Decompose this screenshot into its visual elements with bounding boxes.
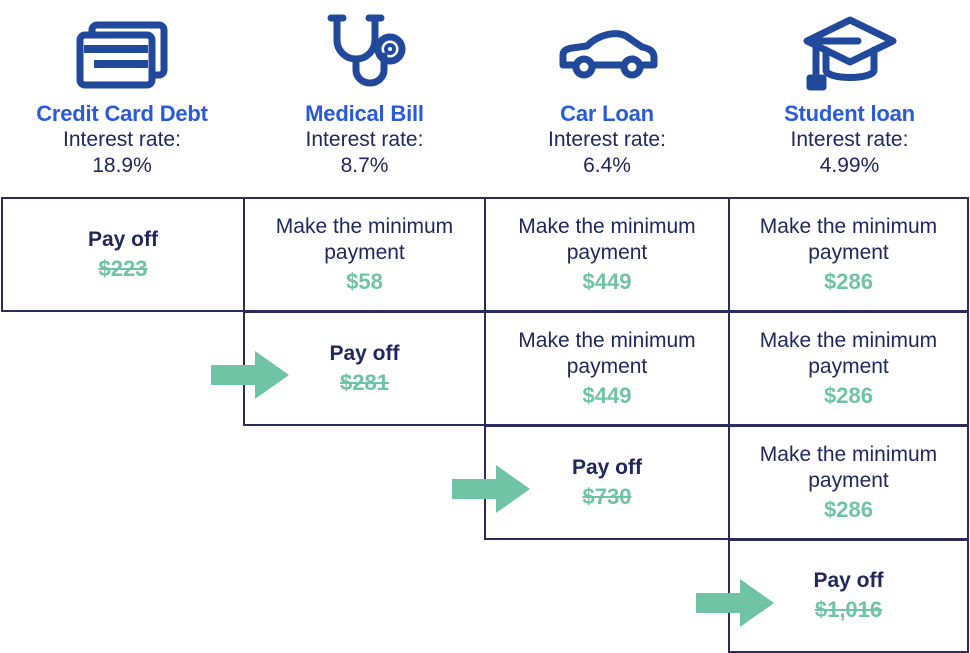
graduation-cap-icon <box>800 8 900 100</box>
interest-rate-value: 18.9% <box>92 154 152 177</box>
interest-rate-value: 4.99% <box>819 154 880 177</box>
interest-rate-value: 8.7% <box>340 154 389 177</box>
plan-amount: $286 <box>824 382 873 408</box>
plan-cell-r1c3[interactable]: Make the minimum payment $449 <box>484 197 730 312</box>
plan-amount: $286 <box>824 496 873 522</box>
debt-header-car-loan: Car Loan Interest rate: 6.4% <box>485 0 729 198</box>
plan-action: Make the minimum payment <box>518 214 696 264</box>
interest-rate-label: Interest rate: <box>790 128 909 151</box>
plan-action: Pay off <box>813 569 884 592</box>
snowball-arrow-row3 <box>452 465 530 513</box>
interest-rate-label: Interest rate: <box>305 128 424 151</box>
plan-cell-r4c1-empty <box>1 539 245 653</box>
debt-header-credit-card-debt: Credit Card Debt Interest rate: 18.9% <box>0 0 244 198</box>
plan-cell-r1c1[interactable]: Pay off $223 <box>1 197 245 312</box>
plan-action: Pay off <box>87 227 158 251</box>
interest-rate-label: Interest rate: <box>548 128 666 151</box>
plan-amount: $286 <box>824 268 873 294</box>
plan-cell-r3c1-empty <box>1 425 245 540</box>
interest-rate-label: Interest rate: <box>63 128 181 151</box>
plan-cell-r4c2-empty <box>243 539 486 653</box>
plan-amount: $449 <box>582 268 632 294</box>
payment-plan-grid: Pay off $223 Make the minimum payment $5… <box>0 196 970 653</box>
plan-cell-r1c4[interactable]: Make the minimum payment $286 <box>728 197 969 312</box>
interest-rate-value: 6.4% <box>583 154 631 177</box>
debt-header-medical-bill: Medical Bill Interest rate: 8.7% <box>244 0 485 198</box>
credit-card-icon <box>75 8 169 100</box>
plan-cell-r3c4[interactable]: Make the minimum payment $286 <box>728 425 969 540</box>
plan-cell-r4c4[interactable]: Pay off $1,016 <box>728 539 969 653</box>
plan-amount: $730 <box>582 483 632 509</box>
plan-amount: $449 <box>582 382 632 408</box>
debt-headers-row: Credit Card Debt Interest rate: 18.9% M <box>0 0 970 198</box>
plan-action: Make the minimum payment <box>759 442 938 492</box>
debt-name: Car Loan <box>560 101 654 126</box>
snowball-arrow-row2 <box>211 351 289 399</box>
plan-action: Make the minimum payment <box>518 328 696 378</box>
plan-amount: $281 <box>340 369 389 395</box>
plan-cell-r3c2-empty <box>243 425 486 540</box>
snowball-arrow-row4 <box>696 579 774 627</box>
plan-cell-r1c2[interactable]: Make the minimum payment $58 <box>243 197 486 312</box>
plan-action: Pay off <box>571 455 642 479</box>
plan-cell-r2c1-empty <box>1 311 245 426</box>
stethoscope-icon <box>320 8 410 100</box>
plan-amount: $58 <box>346 268 383 294</box>
debt-name: Medical Bill <box>305 101 424 126</box>
plan-action: Make the minimum payment <box>275 214 454 264</box>
plan-cell-r4c3-empty <box>484 539 730 653</box>
debt-name: Student loan <box>784 101 915 126</box>
car-icon <box>554 8 660 100</box>
debt-name: Credit Card Debt <box>36 101 208 126</box>
plan-action: Pay off <box>329 341 400 365</box>
plan-action: Make the minimum payment <box>759 214 938 264</box>
plan-amount: $223 <box>98 255 148 281</box>
plan-amount: $1,016 <box>814 597 883 622</box>
debt-header-student-loan: Student loan Interest rate: 4.99% <box>729 0 970 198</box>
plan-action: Make the minimum payment <box>759 328 938 378</box>
plan-cell-r2c3[interactable]: Make the minimum payment $449 <box>484 311 730 426</box>
plan-cell-r2c4[interactable]: Make the minimum payment $286 <box>728 311 969 426</box>
